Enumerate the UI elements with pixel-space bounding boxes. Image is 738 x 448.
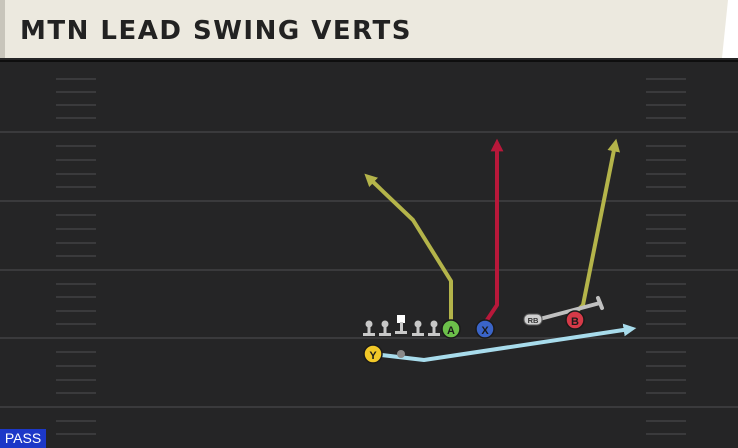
player-y[interactable]: Y — [363, 344, 383, 364]
hash-marks-left — [56, 78, 96, 435]
lineman-left-guard — [379, 320, 391, 336]
player-b[interactable]: B — [565, 310, 585, 330]
player-a-label: A — [447, 325, 455, 337]
hash-marks-right — [646, 78, 686, 435]
player-b-label: B — [571, 316, 579, 328]
route-y — [371, 323, 637, 362]
yard-lines — [0, 131, 738, 408]
player-x-label: X — [481, 325, 489, 337]
quarterback-marker — [397, 350, 405, 358]
route-x — [483, 138, 504, 325]
route-a — [364, 173, 453, 325]
lineman-right-guard — [412, 320, 424, 336]
play-type-badge: PASS — [0, 429, 46, 448]
center-snapper — [395, 315, 407, 334]
lineman-left-tackle — [363, 320, 375, 336]
player-x[interactable]: X — [475, 319, 495, 339]
lineman-right-tackle — [428, 320, 440, 336]
title-banner — [0, 0, 738, 62]
player-a[interactable]: A — [441, 319, 461, 339]
rb-block-assignment — [534, 296, 604, 322]
player-rb: RB — [523, 313, 543, 326]
offensive-line — [363, 315, 440, 336]
play-title: MTN LEAD SWING VERTS — [20, 16, 412, 46]
player-y-label: Y — [369, 350, 377, 362]
player-rb-label: RB — [528, 316, 539, 325]
